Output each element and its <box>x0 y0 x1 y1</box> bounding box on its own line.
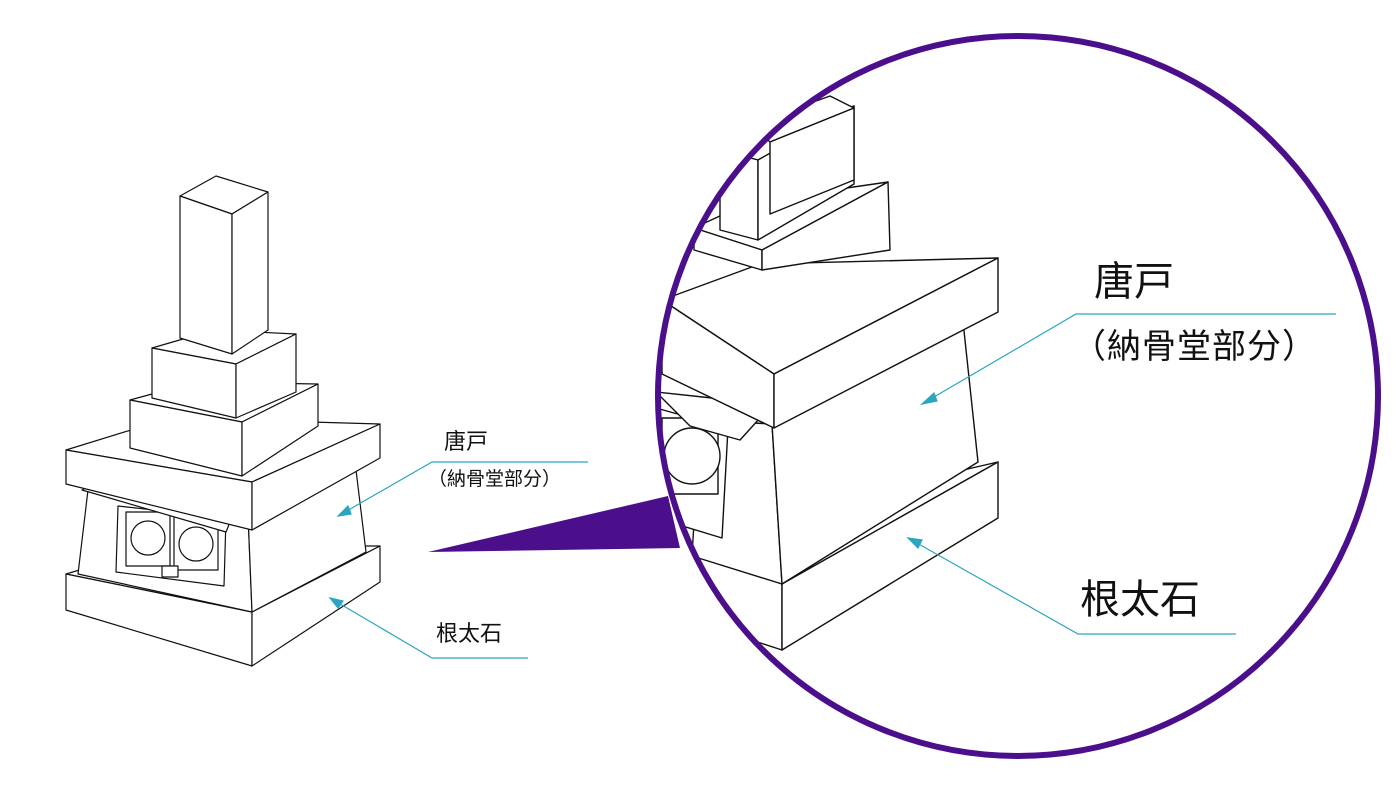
large-pillar-side <box>769 107 855 215</box>
small-karato-label: 唐戸 <box>444 430 489 455</box>
large-karato-sublabel: （納骨堂部分） <box>1072 327 1317 367</box>
large-base-side <box>781 461 999 651</box>
small-base-side <box>251 545 381 667</box>
leader-large-nebuto-arrowhead <box>906 537 923 550</box>
leader-large-karato <box>921 313 1336 405</box>
small-door-latch <box>161 565 179 578</box>
small-upper-side <box>235 333 297 419</box>
small-nebuto-label: 根太石 <box>436 622 503 647</box>
leader-lines <box>328 313 1336 659</box>
large-karato-label: 唐戸 <box>1094 259 1174 305</box>
large-mid-side <box>761 181 891 271</box>
leader-small-karato-arrowhead <box>336 504 352 517</box>
large-upper-front <box>719 149 759 241</box>
zoom-circle-outline <box>655 33 1381 759</box>
small-door-right-circle <box>178 526 214 562</box>
leader-small-karato <box>337 461 588 517</box>
small-pillar-side <box>231 191 269 355</box>
small-karato-sublabel: （納骨堂部分） <box>428 468 562 490</box>
small-pillar-front <box>179 195 233 355</box>
large-door-circle <box>663 427 721 485</box>
large-cap-side <box>773 257 999 429</box>
leader-large-karato-arrowhead <box>920 391 938 406</box>
leader-large-nebuto <box>907 537 1236 635</box>
leader-small-nebuto <box>329 597 528 659</box>
small-door-left-circle <box>130 520 166 556</box>
zoom-connector-wedge <box>428 496 680 552</box>
small-mid-side <box>241 383 319 477</box>
small-cap-side <box>251 423 381 531</box>
leader-small-nebuto-arrowhead <box>328 597 345 609</box>
small-gravestone <box>65 175 381 667</box>
large-nebuto-label: 根太石 <box>1080 577 1200 623</box>
large-cap-underside <box>658 391 761 441</box>
